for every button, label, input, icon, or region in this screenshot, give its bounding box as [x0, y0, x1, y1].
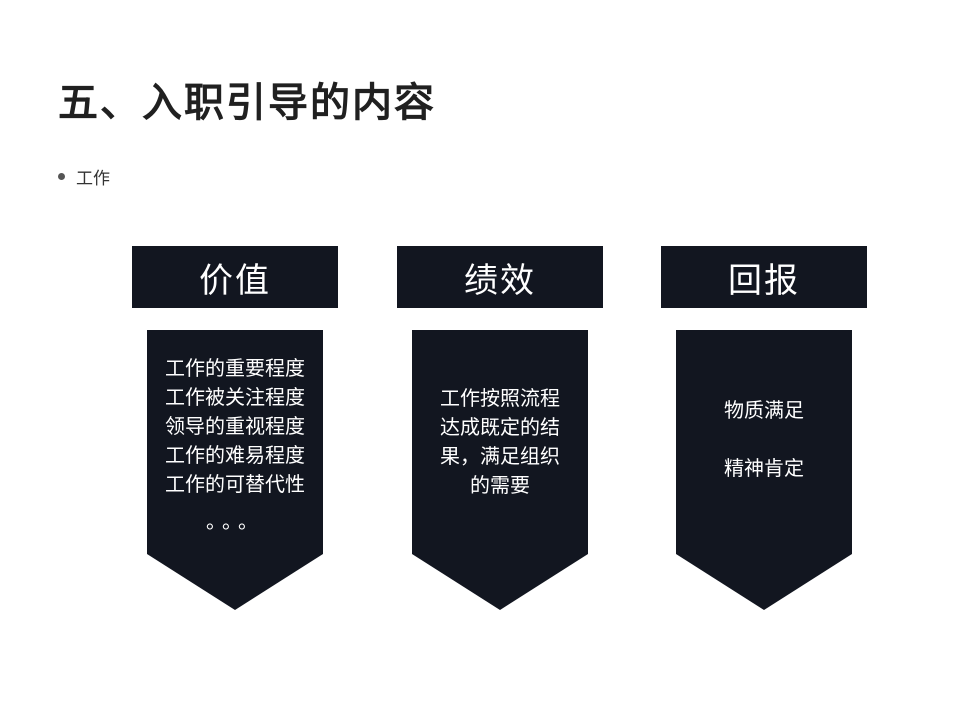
column-reward: 回报 物质满足 精神肯定: [661, 246, 867, 610]
chevron-line: 工作的难易程度: [165, 443, 305, 467]
column-value: 价值 工作的重要程度 工作被关注程度 领导的重视程度 工作的难易程度 工作的可替…: [132, 246, 338, 610]
chevron-line: 工作被关注程度: [165, 385, 305, 409]
column-header-value: 价值: [132, 246, 338, 308]
chevron-value: 工作的重要程度 工作被关注程度 领导的重视程度 工作的难易程度 工作的可替代性 …: [147, 330, 323, 610]
chevron-line: 工作按照流程: [440, 386, 560, 410]
chevron-ellipsis: 。。。: [206, 509, 264, 533]
column-performance: 绩效 工作按照流程 达成既定的结 果，满足组织 的需要: [397, 246, 603, 610]
bullet-text: 工作: [76, 169, 110, 189]
bullet-dot-icon: [58, 173, 65, 180]
chevron-line: 领导的重视程度: [165, 414, 305, 438]
chevron-performance: 工作按照流程 达成既定的结 果，满足组织 的需要: [412, 330, 588, 610]
column-header-reward: 回报: [661, 246, 867, 308]
chevron-line: 果，满足组织: [440, 444, 560, 468]
chevron-reward: 物质满足 精神肯定: [676, 330, 852, 610]
slide-title: 五、入职引导的内容: [58, 80, 436, 126]
chevron-line: 达成既定的结: [440, 415, 560, 439]
chevron-line: 工作的重要程度: [165, 356, 305, 380]
chevron-line: 物质满足: [724, 398, 804, 422]
column-header-performance: 绩效: [397, 246, 603, 308]
chevron-line: 的需要: [470, 473, 530, 497]
bullet-item: 工作: [58, 164, 110, 189]
chevron-line: 工作的可替代性: [165, 472, 305, 496]
chevron-line: 精神肯定: [724, 456, 804, 480]
